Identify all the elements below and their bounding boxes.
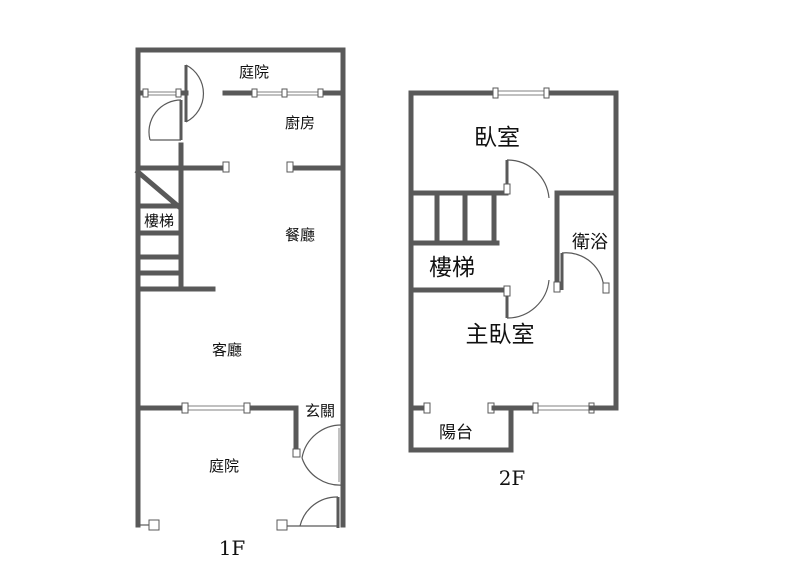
room-label-bedroom: 臥室 xyxy=(474,125,520,151)
room-label-balcony: 陽台 xyxy=(439,423,473,443)
entrance-door-swing xyxy=(301,424,344,459)
door-post xyxy=(553,281,561,293)
window-post xyxy=(543,87,550,99)
floor-2-caption: 2F xyxy=(499,466,526,490)
window-post xyxy=(181,402,189,414)
gate-post xyxy=(276,519,288,531)
room-label-stairs-1f: 樓梯 xyxy=(144,212,174,230)
entrance-door-swing xyxy=(301,457,344,486)
room-label-dining: 餐廳 xyxy=(285,226,315,244)
room-label-master-bedroom: 主臥室 xyxy=(466,322,535,348)
room-label-bathroom: 衛浴 xyxy=(572,232,608,253)
master-door-swing xyxy=(506,279,550,319)
floor-2-plan: 臥室 衛浴 樓梯 主臥室 陽台 2F xyxy=(408,87,619,490)
floor-1-caption: 1F xyxy=(219,536,246,560)
balcony-wall xyxy=(408,405,514,453)
window-post xyxy=(532,402,539,414)
door-post xyxy=(602,282,610,294)
rear-door-swing xyxy=(185,64,204,123)
window-post xyxy=(317,88,324,98)
window-post xyxy=(142,88,149,98)
gate-post xyxy=(148,519,160,531)
room-label-kitchen: 廚房 xyxy=(285,114,315,132)
room-label-rear-yard: 庭院 xyxy=(239,63,269,81)
bedroom-door-swing xyxy=(506,159,550,199)
floor-1-stairs xyxy=(134,165,216,292)
window-post xyxy=(492,87,499,99)
door-post xyxy=(423,402,431,414)
door-post xyxy=(503,285,511,297)
kitchen-door-swing xyxy=(148,99,182,141)
floor-2-stairs xyxy=(408,193,500,246)
door-post xyxy=(503,183,511,195)
floor-1-plan: 庭院 廚房 樓梯 餐廳 客廳 玄關 庭院 1F xyxy=(134,47,346,560)
door-post xyxy=(292,448,301,458)
bathroom-door-swing xyxy=(561,252,605,291)
door-post xyxy=(222,161,230,173)
room-label-stairs-2f: 樓梯 xyxy=(429,255,475,281)
window-post xyxy=(281,88,288,98)
room-label-front-yard: 庭院 xyxy=(209,457,239,475)
window-post xyxy=(251,88,258,98)
room-label-entrance: 玄關 xyxy=(305,402,335,420)
door-post xyxy=(286,161,294,173)
window-post xyxy=(243,402,251,414)
room-label-living: 客廳 xyxy=(212,341,242,359)
yard-gate-swing xyxy=(299,496,339,527)
window-post xyxy=(175,88,182,98)
